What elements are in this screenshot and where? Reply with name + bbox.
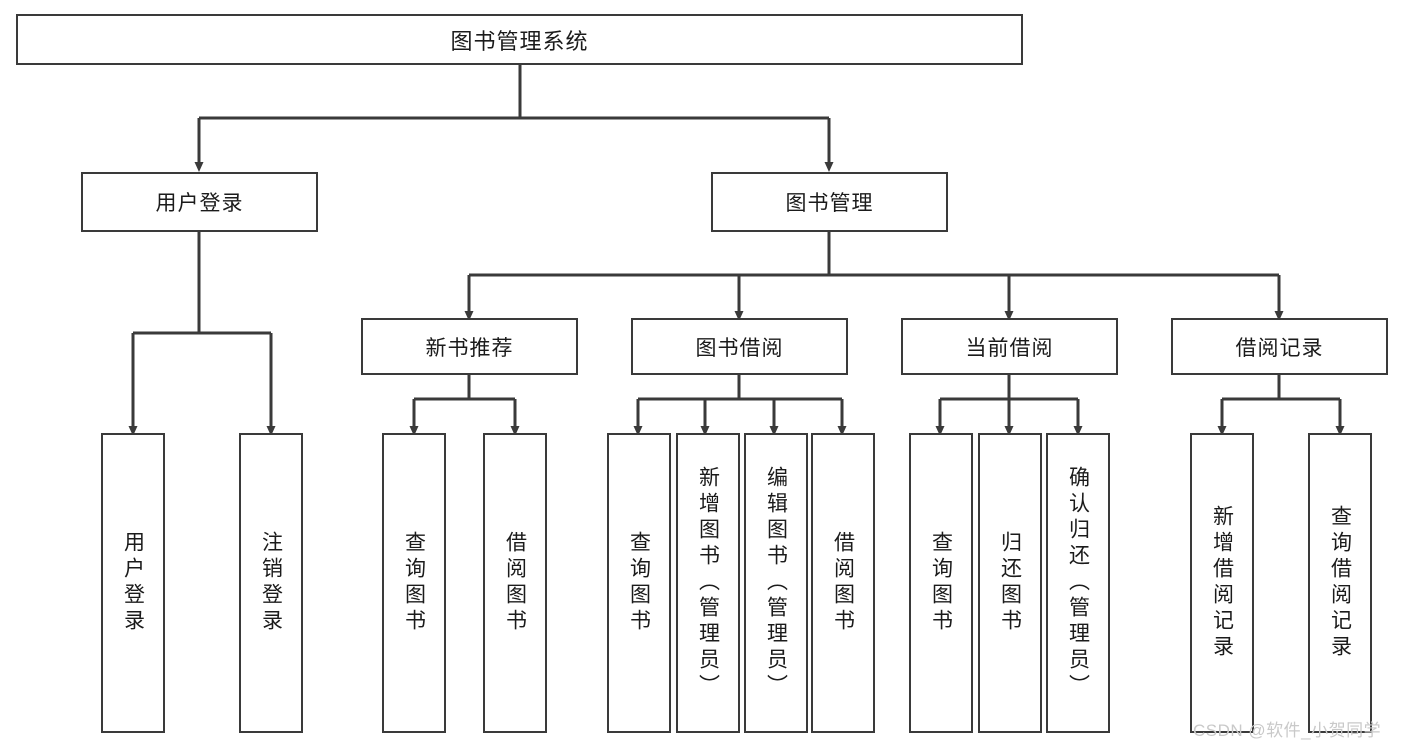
node-label: 图书借阅 (695, 336, 784, 360)
node-label: 用户登录 (121, 531, 145, 635)
node-label: 归还图书 (998, 531, 1022, 635)
node-book-management[interactable]: 图书管理 (711, 172, 948, 232)
node-label: 图书管理 (785, 192, 874, 215)
leaf-user-login-login[interactable]: 用户登录 (101, 433, 165, 733)
node-label: 新增图书（管理员） (696, 466, 720, 700)
node-label: 查询借阅记录 (1328, 505, 1352, 661)
leaf-new-book-query-book[interactable]: 查询图书 (382, 433, 446, 733)
leaf-new-book-borrow-book[interactable]: 借阅图书 (483, 433, 547, 733)
node-label: 当前借阅 (965, 336, 1054, 360)
leaf-book-borrow-query-book[interactable]: 查询图书 (607, 433, 671, 733)
node-label: 编辑图书（管理员） (764, 466, 788, 700)
leaf-current-borrow-confirm-return-admin[interactable]: 确认归还（管理员） (1046, 433, 1110, 733)
leaf-borrow-record-query-record[interactable]: 查询借阅记录 (1308, 433, 1372, 733)
leaf-book-borrow-borrow-book[interactable]: 借阅图书 (811, 433, 875, 733)
node-label: 借阅图书 (831, 531, 855, 635)
leaf-book-borrow-edit-book-admin[interactable]: 编辑图书（管理员） (744, 433, 808, 733)
node-label: 确认归还（管理员） (1066, 466, 1090, 700)
node-label: 用户登录 (155, 192, 244, 215)
node-borrow-record[interactable]: 借阅记录 (1171, 318, 1388, 375)
node-label: 注销登录 (259, 531, 283, 635)
node-label: 借阅记录 (1235, 336, 1324, 360)
node-label: 借阅图书 (503, 531, 527, 635)
leaf-book-borrow-add-book-admin[interactable]: 新增图书（管理员） (676, 433, 740, 733)
node-current-borrow[interactable]: 当前借阅 (901, 318, 1118, 375)
node-label: 查询图书 (929, 531, 953, 635)
leaf-borrow-record-add-record[interactable]: 新增借阅记录 (1190, 433, 1254, 733)
node-label: 查询图书 (402, 531, 426, 635)
node-label: 查询图书 (627, 531, 651, 635)
node-label: 新增借阅记录 (1210, 505, 1234, 661)
node-label: 图书管理系统 (450, 28, 589, 54)
watermark-text: CSDN @软件_小贺同学 (1193, 721, 1382, 740)
leaf-current-borrow-return-book[interactable]: 归还图书 (978, 433, 1042, 733)
node-user-login[interactable]: 用户登录 (81, 172, 318, 232)
node-new-book-recommend[interactable]: 新书推荐 (361, 318, 578, 375)
node-book-borrow[interactable]: 图书借阅 (631, 318, 848, 375)
node-label: 新书推荐 (425, 336, 514, 360)
csdn-watermark: CSDN @软件_小贺同学 (1193, 716, 1381, 741)
leaf-user-login-logout[interactable]: 注销登录 (239, 433, 303, 733)
leaf-current-borrow-query-book[interactable]: 查询图书 (909, 433, 973, 733)
node-root-book-management-system[interactable]: 图书管理系统 (16, 14, 1023, 65)
